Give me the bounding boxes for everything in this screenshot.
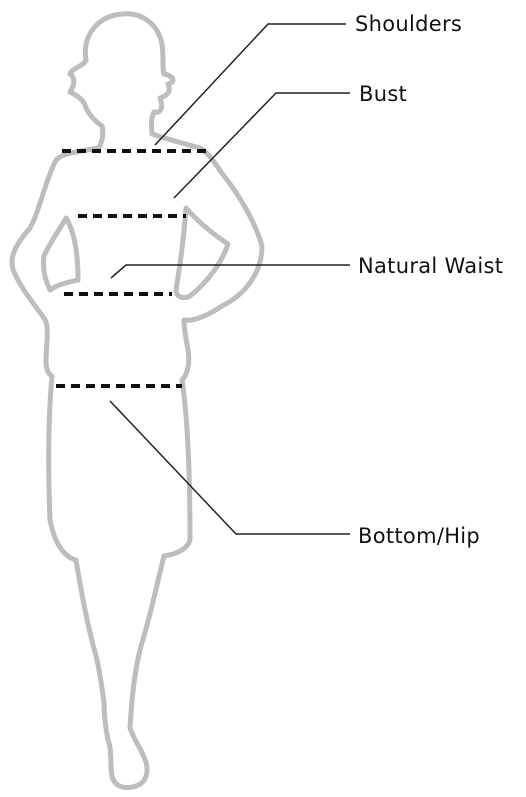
- body-outline: [9, 131, 265, 791]
- woman-silhouette: [9, 11, 265, 791]
- bust-label: Bust: [359, 82, 408, 106]
- natural-waist-label: Natural Waist: [358, 254, 504, 278]
- right-arm-inner-outline: [173, 205, 231, 301]
- left-arm-inner-outline: [41, 215, 81, 293]
- shoulders-label: Shoulders: [355, 12, 463, 36]
- head-outline: [82, 11, 176, 137]
- bust-leader-line: [173, 92, 350, 199]
- face-outline: [67, 57, 106, 151]
- shoulders-leader-line: [154, 23, 346, 146]
- hip-leader-line: [109, 400, 350, 535]
- leader-lines: [109, 23, 350, 535]
- bottom-hip-label: Bottom/Hip: [358, 524, 481, 548]
- waist-leader-line: [110, 264, 350, 279]
- measurement-lines: [56, 149, 210, 388]
